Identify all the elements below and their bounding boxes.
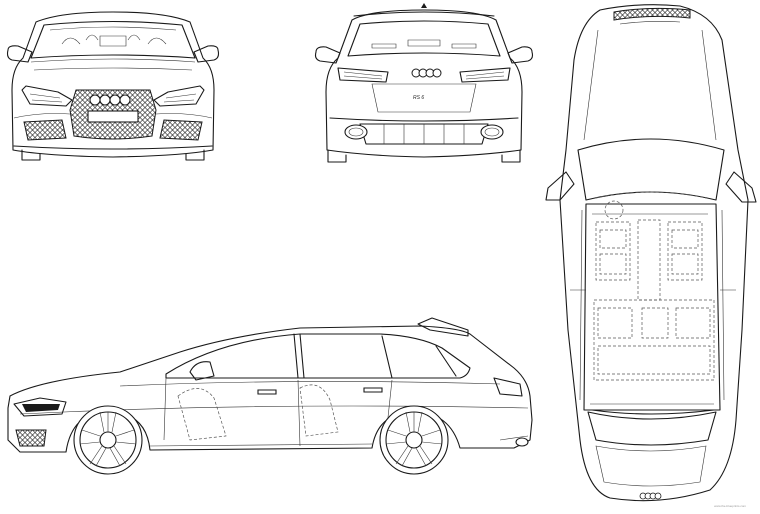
credit-text: www.the-blueprints.com [714,504,746,508]
front-view [6,11,220,161]
front-wheel [73,405,143,475]
rear-wheel [379,405,449,475]
top-view [545,4,757,502]
rear-badge: RS 6 [413,95,424,101]
side-view [7,317,533,475]
rear-view: RS 6 [314,3,534,163]
